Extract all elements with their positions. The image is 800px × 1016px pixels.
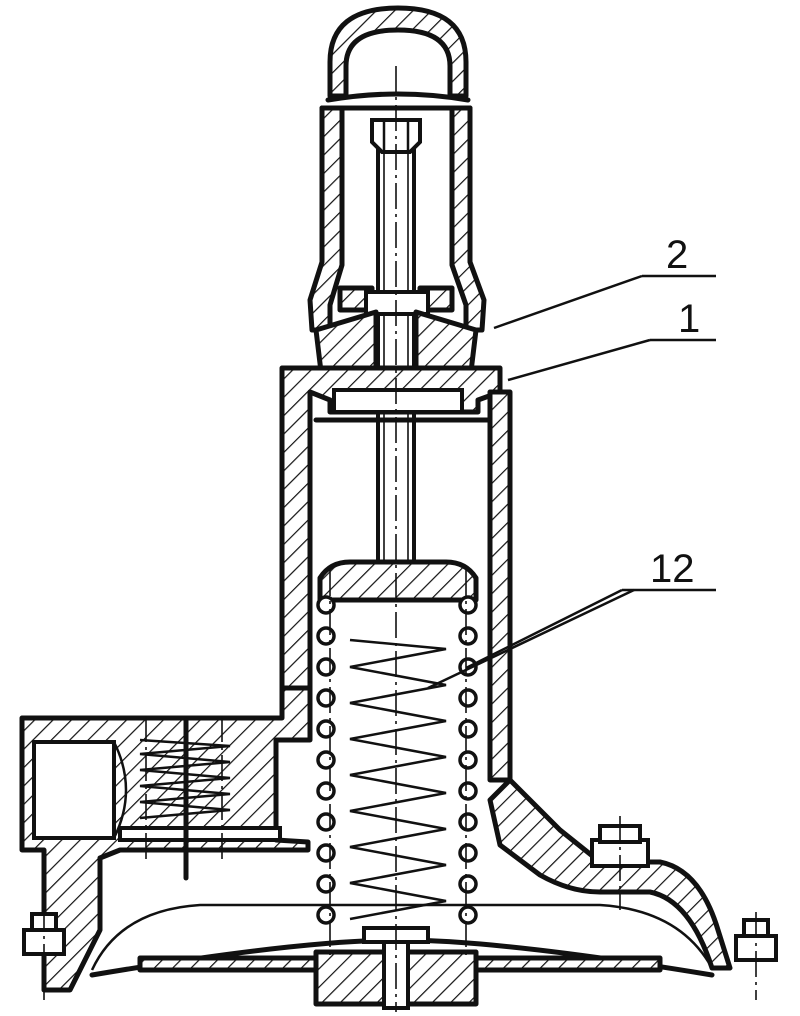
callout-2-label: 2 xyxy=(666,233,688,277)
spring-coil xyxy=(458,626,478,646)
spring-coil xyxy=(316,905,336,925)
inner-spring-wire xyxy=(349,638,447,921)
cap-dome xyxy=(325,5,471,103)
base-bolt-left xyxy=(22,905,66,1000)
callout-12: 12 xyxy=(427,547,716,690)
upper-spring-plate xyxy=(317,559,479,603)
callout-1-label: 1 xyxy=(678,297,700,341)
spring-coil xyxy=(316,874,336,894)
spring-coil xyxy=(316,688,336,708)
inner-spring xyxy=(349,638,447,921)
spring-coil xyxy=(458,874,478,894)
spring-coil xyxy=(316,595,336,615)
spring-coil xyxy=(458,595,478,615)
callout-2: 2 xyxy=(493,233,716,330)
spring-coil xyxy=(458,843,478,863)
side-spring-wire xyxy=(139,738,231,820)
spring-coil xyxy=(458,781,478,801)
callout-1: 1 xyxy=(507,297,716,382)
spring-coil xyxy=(458,719,478,739)
spring-coil xyxy=(316,812,336,832)
spring-coil xyxy=(316,750,336,770)
spring-coil xyxy=(458,750,478,770)
bonnet xyxy=(279,365,513,783)
spring-coil xyxy=(316,781,336,801)
spring-coil xyxy=(458,688,478,708)
spring-coil xyxy=(316,843,336,863)
spring-coil xyxy=(316,657,336,677)
adjusting-nut xyxy=(313,285,479,383)
callout-12-label: 12 xyxy=(650,547,695,591)
skirt-bolt xyxy=(590,816,650,910)
spring-coil xyxy=(458,812,478,832)
spring-coil xyxy=(316,626,336,646)
base-bolt-right xyxy=(734,912,778,1000)
spring-coil xyxy=(458,905,478,925)
valve-body xyxy=(19,685,733,1010)
spring-coil xyxy=(316,719,336,739)
